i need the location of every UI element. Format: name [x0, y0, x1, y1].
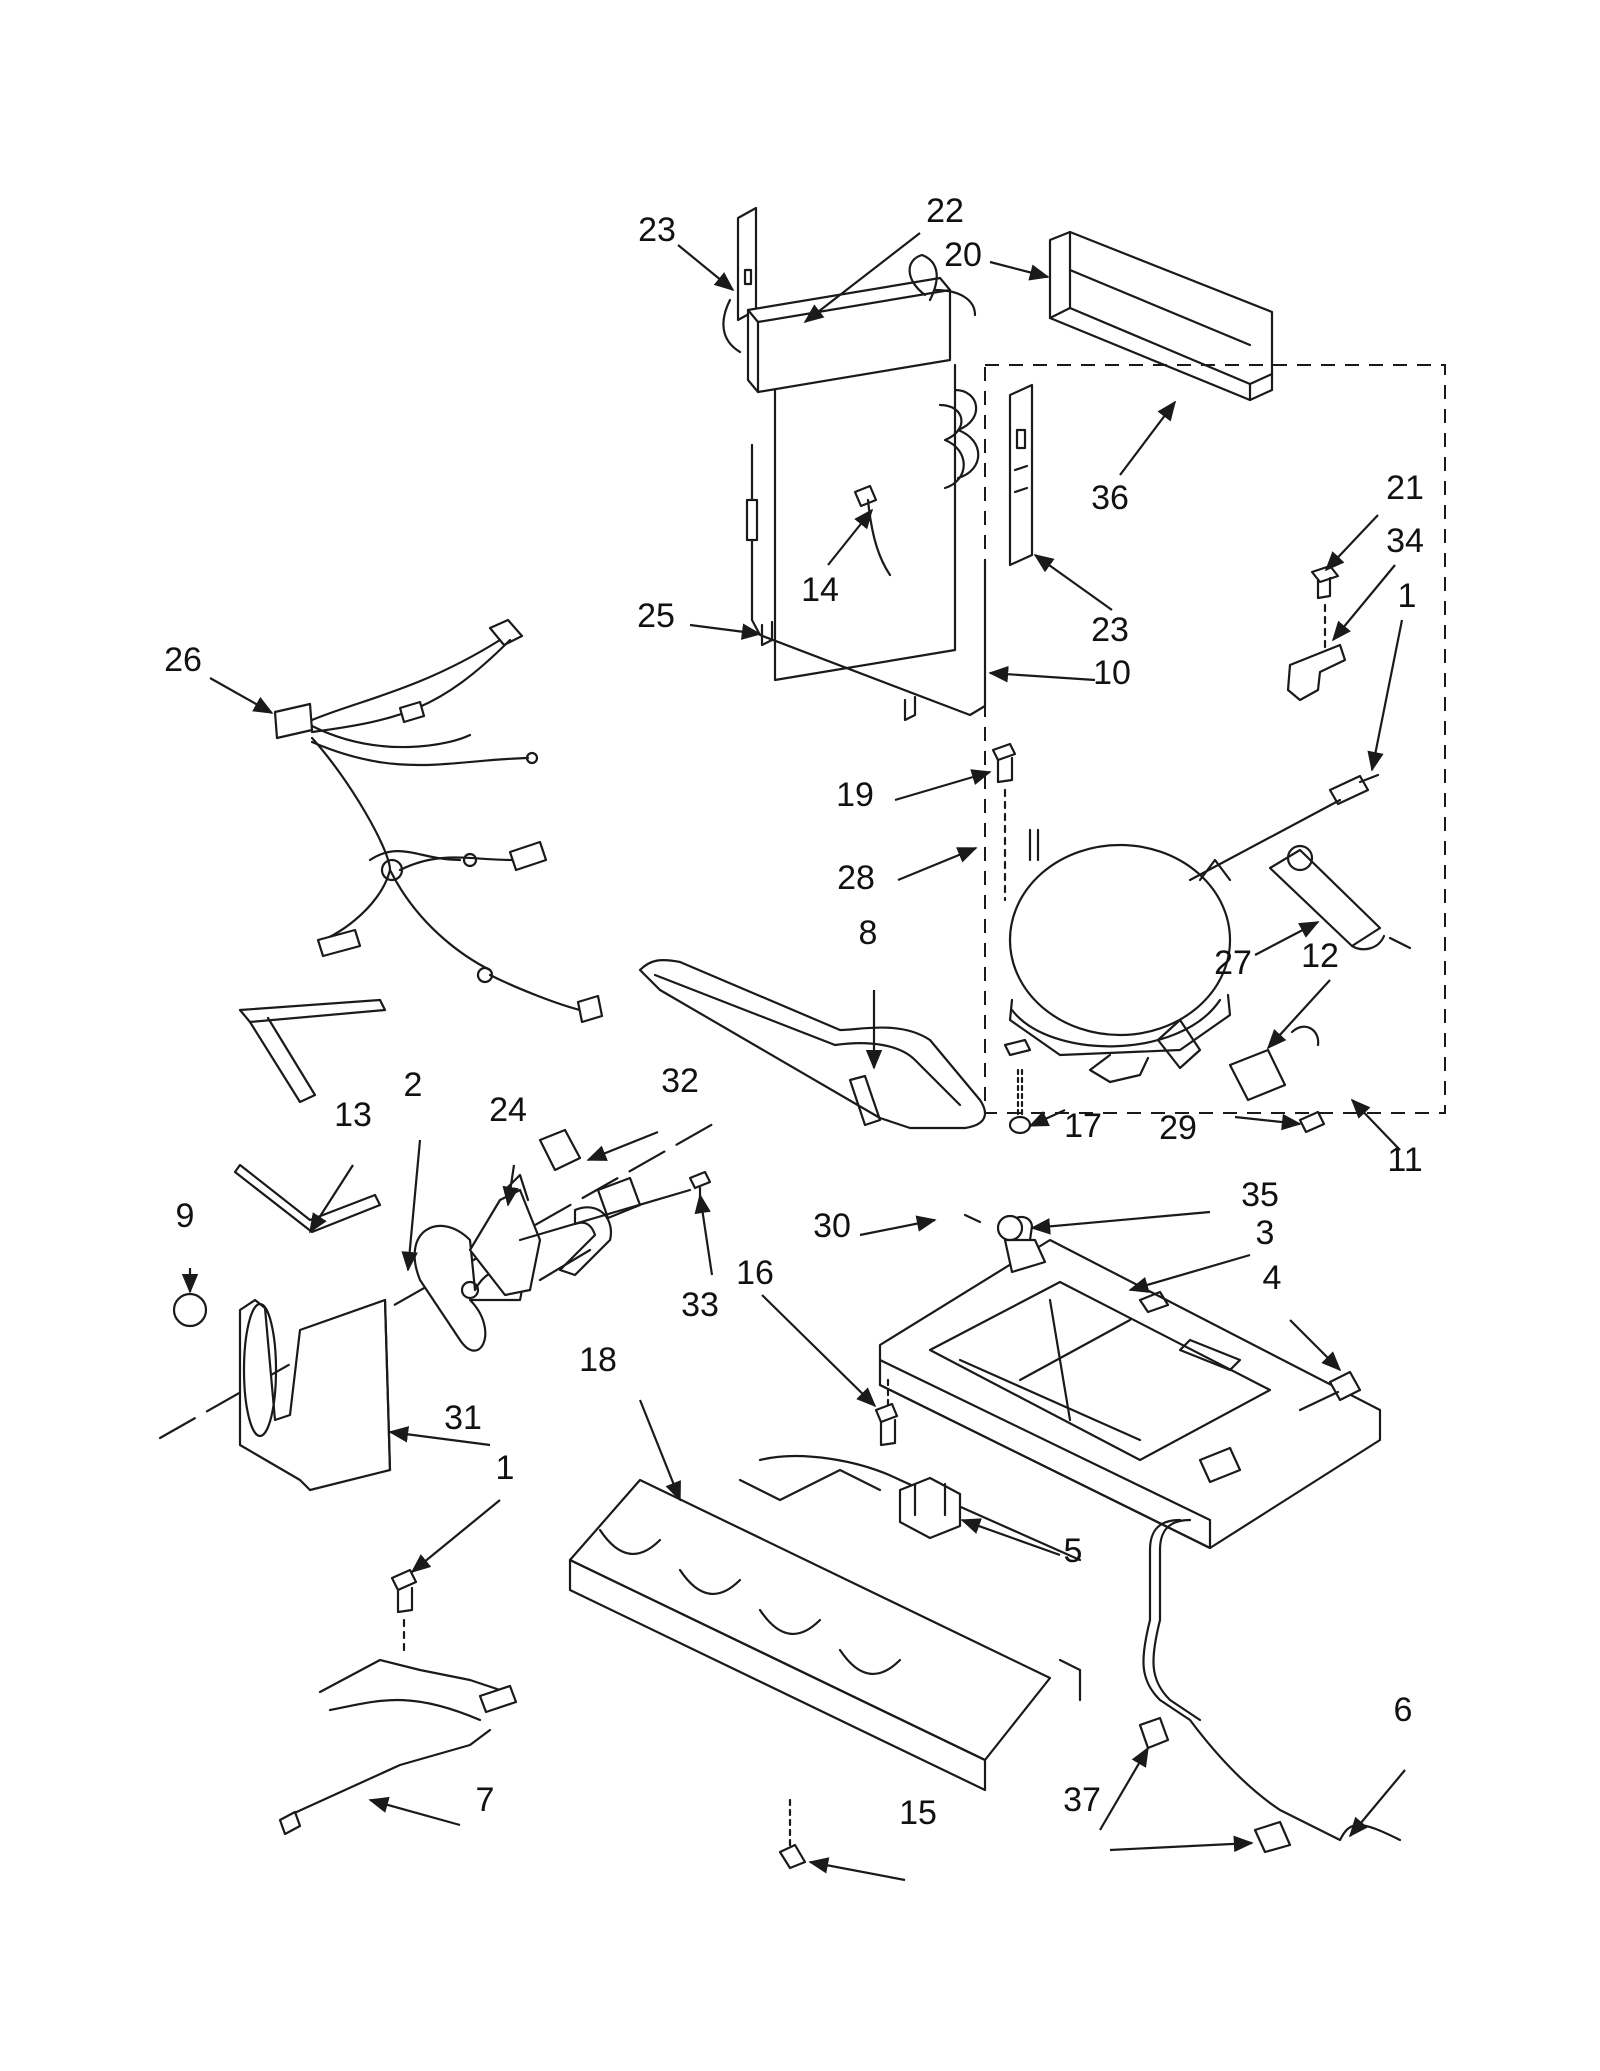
leader-19	[894, 769, 992, 802]
callout-24: 24	[489, 1091, 527, 1129]
callout-3: 3	[1256, 1214, 1275, 1252]
screw-and-bracket	[1286, 564, 1347, 702]
leader-23b	[1033, 554, 1113, 611]
callout-27: 27	[1214, 944, 1252, 982]
evaporator-assembly	[722, 206, 1034, 722]
leader-20	[989, 260, 1050, 281]
leader-32	[586, 1130, 659, 1162]
callout-8: 8	[859, 914, 878, 952]
leader-lines	[181, 232, 1406, 1882]
callout-16: 16	[736, 1254, 774, 1292]
callout-7: 7	[476, 1781, 495, 1819]
callout-6: 6	[1394, 1691, 1413, 1729]
callout-34: 34	[1386, 522, 1424, 560]
leader-11	[1350, 1098, 1401, 1151]
callout-23a: 23	[638, 211, 676, 249]
compressor-assembly	[984, 364, 1446, 1135]
tube-assembly	[1138, 1518, 1402, 1854]
leader-5	[960, 1518, 1061, 1557]
filter-drier	[1268, 844, 1412, 951]
leader-10	[988, 665, 1096, 683]
screw-compressor	[1188, 773, 1380, 882]
leader-28	[897, 846, 978, 882]
callout-29: 29	[1159, 1109, 1197, 1147]
callout-9: 9	[176, 1197, 195, 1235]
leader-26	[209, 677, 274, 714]
top-cover	[1048, 230, 1274, 402]
condenser-coil	[568, 1455, 1082, 1792]
leader-30	[859, 1215, 937, 1237]
leader-2	[401, 1139, 422, 1272]
clip-15	[778, 1798, 807, 1870]
callout-5: 5	[1064, 1532, 1083, 1570]
callout-2: 2	[404, 1066, 423, 1104]
callout-23b: 23	[1091, 611, 1129, 649]
callout-14: 14	[801, 571, 839, 609]
callout-1b: 1	[496, 1449, 515, 1487]
wire-harness	[273, 618, 604, 1024]
leader-37b	[1109, 1835, 1254, 1853]
block-5	[898, 1476, 962, 1540]
base-pan	[878, 1213, 1382, 1550]
screw-19	[991, 742, 1017, 902]
callout-12: 12	[1301, 937, 1339, 975]
leader-16	[761, 1294, 877, 1408]
callout-15: 15	[899, 1794, 937, 1832]
drain-tray	[638, 959, 987, 1130]
leader-17	[1028, 1108, 1066, 1128]
callout-30: 30	[813, 1207, 851, 1245]
callout-19: 19	[836, 776, 874, 814]
callout-11: 11	[1387, 1141, 1422, 1179]
callout-22: 22	[926, 192, 964, 230]
leader-6	[1348, 1769, 1406, 1838]
callout-25: 25	[637, 597, 675, 635]
leader-33	[694, 1193, 714, 1276]
screws-base	[874, 1370, 1362, 1447]
harness-7	[278, 1568, 518, 1836]
callout-28: 28	[837, 859, 875, 897]
callout-labels: 23 22 20 36 21 34 1 14 23 25 10 26 19 28…	[164, 192, 1424, 1832]
leader-7	[368, 1796, 461, 1827]
leader-13	[309, 1164, 354, 1234]
leader-1a	[1367, 619, 1404, 772]
leader-24	[502, 1164, 519, 1207]
callout-35: 35	[1241, 1176, 1279, 1214]
callout-1a: 1	[1398, 577, 1417, 615]
callout-37: 37	[1063, 1781, 1101, 1819]
callout-36: 36	[1091, 479, 1129, 517]
leader-27	[1254, 921, 1320, 956]
leader-4	[1289, 1319, 1342, 1372]
leader-1b	[410, 1499, 501, 1574]
gasket-strip	[233, 1163, 382, 1234]
callout-4: 4	[1263, 1259, 1282, 1297]
leader-3	[1128, 1253, 1251, 1293]
leader-18	[638, 1399, 682, 1502]
leader-29	[1234, 1113, 1302, 1131]
leader-36	[1119, 400, 1176, 476]
callout-33: 33	[681, 1286, 719, 1324]
callout-17: 17	[1064, 1107, 1102, 1145]
callout-13: 13	[334, 1096, 372, 1134]
condenser-fan-assembly	[158, 998, 722, 1492]
callout-21: 21	[1386, 469, 1424, 507]
callout-32: 32	[661, 1062, 699, 1100]
leader-22	[803, 232, 921, 324]
leader-23a	[677, 244, 735, 292]
leader-35	[1030, 1210, 1211, 1235]
leader-21	[1324, 514, 1379, 572]
callout-10: 10	[1093, 654, 1131, 692]
leader-12	[1266, 979, 1331, 1050]
leader-37a	[1099, 1746, 1149, 1831]
leader-15	[808, 1857, 906, 1882]
leader-34	[1331, 564, 1396, 642]
callout-20: 20	[944, 236, 982, 274]
callout-26: 26	[164, 641, 202, 679]
leader-25	[689, 623, 762, 640]
callout-18: 18	[579, 1341, 617, 1379]
leader-31	[388, 1426, 491, 1447]
callout-31: 31	[444, 1399, 482, 1437]
leader-14	[827, 508, 874, 566]
